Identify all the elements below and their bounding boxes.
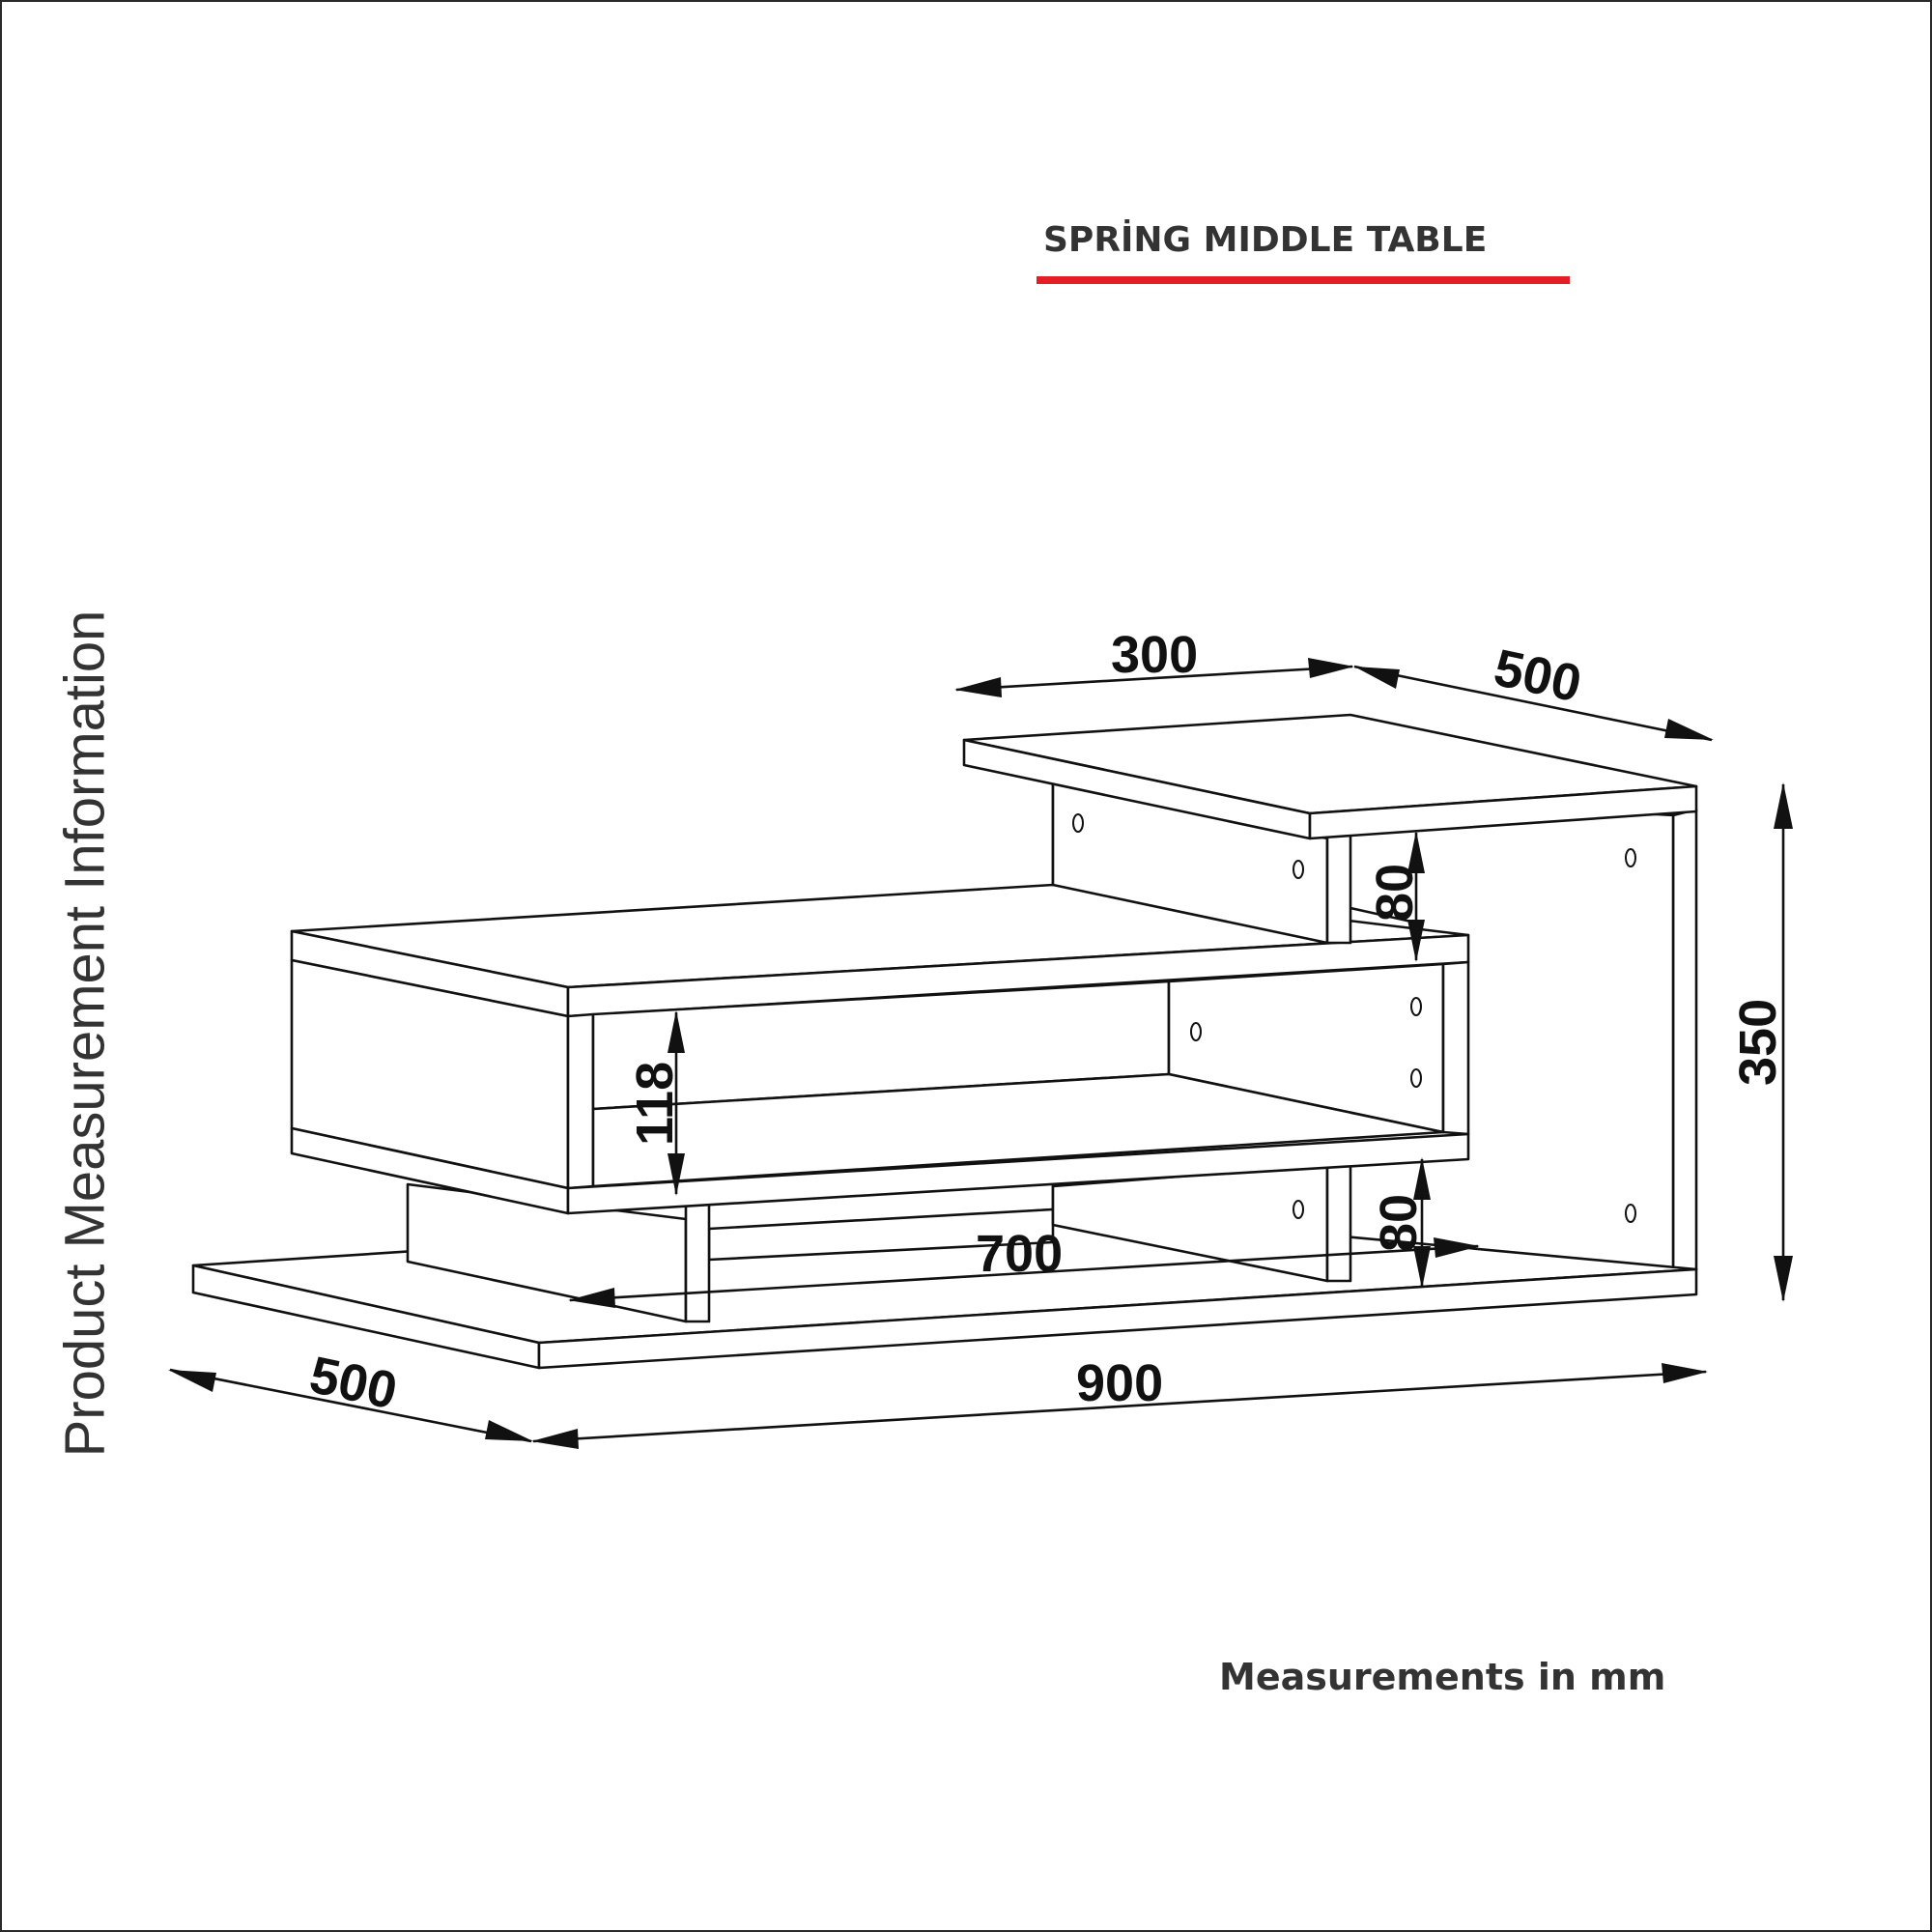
screw-hole (1625, 1204, 1636, 1223)
dim-line-inner-width (569, 1244, 1479, 1302)
screw-hole (1293, 860, 1304, 879)
dim-line-top-depth (1353, 665, 1713, 742)
lower-post-right (1325, 1163, 1352, 1283)
dim-line-base-depth (169, 1368, 532, 1443)
screw-hole (1293, 1200, 1304, 1219)
screw-hole (1410, 1068, 1422, 1088)
label-upper-gap: 80 (1366, 864, 1424, 922)
units-note: Measurements in mm (1219, 1656, 1666, 1698)
screw-hole (1625, 848, 1636, 867)
screw-hole (1072, 813, 1084, 833)
screw-hole (1190, 1022, 1202, 1041)
arrowhead (1413, 1157, 1431, 1200)
arrowhead (1354, 667, 1400, 689)
label-top-shelf-width: 300 (1111, 626, 1198, 684)
table-outline (191, 713, 1698, 1370)
arrowhead (1662, 1363, 1708, 1383)
arrowhead (568, 1288, 615, 1308)
label-base-depth: 500 (305, 1346, 403, 1420)
dim-line-top-width (955, 665, 1353, 692)
arrowhead (668, 1153, 685, 1196)
arrowhead (531, 1429, 579, 1449)
label-total-width: 900 (1076, 1354, 1163, 1412)
arrowhead (1434, 1237, 1480, 1258)
arrowhead (954, 677, 1002, 697)
middle-right-edge (1441, 960, 1470, 1136)
label-total-height: 350 (1729, 999, 1787, 1086)
middle-left-edge (566, 1012, 595, 1190)
dim-line-total-width (532, 1370, 1707, 1443)
upper-post (1325, 831, 1352, 945)
arrowhead (1413, 1246, 1431, 1289)
title-underline (1037, 276, 1570, 284)
product-title: SPRİNG MIDDLE TABLE (1043, 220, 1488, 260)
arrowhead (1308, 658, 1354, 678)
arrowhead (1774, 1256, 1793, 1302)
dimension-lines (168, 658, 1793, 1449)
label-lower-gap: 80 (1370, 1194, 1428, 1252)
top-shelf-side (1308, 784, 1698, 840)
arrowhead (168, 1370, 216, 1392)
arrowhead (485, 1420, 533, 1441)
label-top-shelf-depth: 500 (1490, 639, 1587, 713)
label-inner-width: 700 (976, 1225, 1063, 1283)
arrowhead (1407, 920, 1425, 962)
dimension-labels: 300 500 350 80 118 80 700 500 900 (305, 626, 1787, 1420)
screw-hole (1410, 997, 1422, 1016)
lower-post-left (684, 1202, 711, 1323)
label-middle-opening: 118 (626, 1062, 684, 1146)
middle-bottom-shelf (591, 1072, 1445, 1188)
arrowhead (668, 1010, 685, 1053)
middle-bottom-side (566, 1132, 1470, 1215)
arrowhead (1774, 782, 1793, 829)
arrowhead (1407, 831, 1425, 873)
base-plate-side (537, 1267, 1698, 1370)
arrowhead (1664, 719, 1714, 740)
right-side-panel (1671, 808, 1698, 1277)
